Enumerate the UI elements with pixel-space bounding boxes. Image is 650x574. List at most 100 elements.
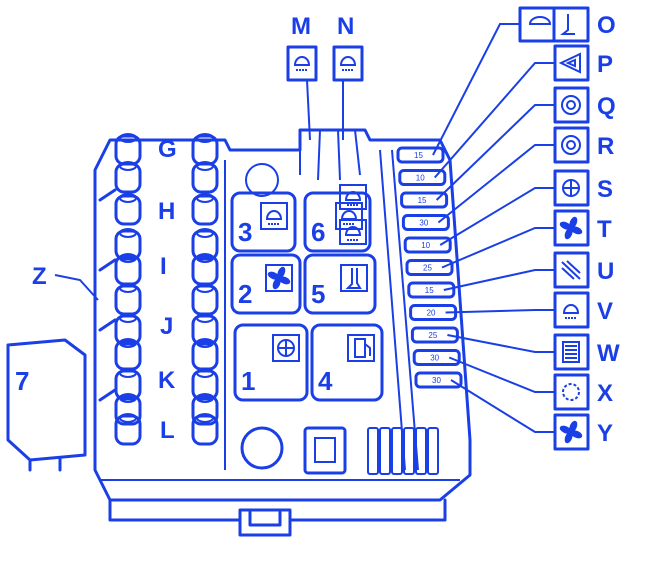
relay-icon-box: [347, 334, 375, 362]
relay-2: 2: [230, 253, 302, 315]
fuse-slot: [412, 349, 461, 366]
gear-icon: [562, 383, 580, 401]
fuse-rating: 15: [414, 151, 423, 160]
connector: [191, 194, 219, 226]
fuse-rating: 30: [432, 376, 441, 385]
label-s: S: [597, 176, 613, 203]
fan-icon: [559, 425, 572, 434]
fuse-rating: 25: [428, 331, 437, 340]
leader-lines: [54, 23, 555, 433]
relay-label: 2: [238, 279, 252, 309]
connector: [114, 414, 142, 446]
fuse-rating: 15: [425, 286, 434, 295]
label-y: Y: [597, 420, 613, 447]
hazard-icon: [558, 52, 581, 74]
connector-cap: [119, 283, 137, 293]
fuse-slot: [401, 214, 450, 231]
fan-icon: [267, 271, 280, 280]
relay-label: 4: [318, 366, 333, 396]
spare-fuse: [415, 427, 427, 475]
legend-box: [553, 86, 590, 124]
label-r: R: [597, 133, 614, 160]
relay-7: 7: [6, 338, 87, 472]
connector: [191, 229, 219, 261]
fuse-rating: 30: [419, 219, 428, 228]
wiper-horn-icon: [560, 14, 575, 35]
headlamp-icon: [344, 191, 362, 201]
label-j: J: [160, 313, 173, 340]
light-icon: [561, 95, 581, 115]
fuel-pump-icon: [354, 338, 366, 358]
relay-label: 7: [15, 366, 29, 396]
label-l: L: [160, 417, 175, 444]
fuel-pump-icon: [364, 343, 371, 356]
connector: [191, 284, 219, 316]
relay-body: [303, 253, 377, 315]
fuse-box-body: [93, 128, 472, 537]
fuse-slot: [400, 191, 449, 209]
connector-cap: [119, 228, 137, 238]
label-v: V: [597, 298, 613, 325]
headlamp-icon: [340, 210, 358, 220]
relay-icon-box: [260, 202, 288, 230]
heated-window-icon: [562, 341, 580, 363]
label-g: G: [158, 136, 177, 163]
fuse-rating: 25: [423, 264, 432, 273]
connector-cap: [119, 193, 137, 203]
leader-line: [450, 379, 555, 433]
connector-cap: [196, 313, 214, 323]
leader-line: [441, 227, 555, 269]
connector-cap: [196, 253, 214, 263]
connector-cap: [119, 161, 137, 171]
fan-icon: [277, 266, 286, 279]
fuse-rating: 20: [427, 309, 436, 318]
relay-body: [310, 323, 384, 402]
relay-6: 6: [303, 191, 372, 253]
leader-line: [443, 269, 555, 291]
fan-icon: [570, 226, 583, 235]
high-beam-icon: [339, 56, 357, 66]
leader-line: [432, 23, 520, 156]
label-z: Z: [32, 263, 47, 290]
legend-icons: [286, 6, 590, 451]
fan-icon: [278, 276, 291, 285]
connector: [114, 194, 142, 226]
relay-icon-box: [339, 219, 367, 245]
label-m: M: [291, 13, 311, 40]
leader-line: [439, 187, 555, 246]
connector-cap: [196, 393, 214, 403]
fan-icon: [569, 216, 578, 229]
connector: [191, 162, 219, 194]
legend-box: [553, 373, 590, 411]
connector-cap: [196, 338, 214, 348]
spare-fuse-block: [367, 427, 439, 475]
leader-line: [54, 274, 99, 301]
high-beam-icon: [293, 56, 311, 66]
legend-box: [553, 44, 590, 82]
connector-cap: [196, 228, 214, 238]
fan-icon: [272, 277, 281, 290]
fuse-rating: 10: [416, 174, 425, 183]
legend-box: [332, 45, 364, 82]
connector-cap: [196, 368, 214, 378]
fuse-rating: 10: [421, 241, 430, 250]
spare-fuse: [427, 427, 439, 475]
leader-line: [445, 309, 555, 314]
connector-cap: [119, 133, 137, 143]
connector-cap: [119, 393, 137, 403]
connector: [114, 369, 142, 401]
relay-7-body: [6, 338, 87, 462]
fuse-slot: [407, 281, 456, 299]
relay-4: 4: [310, 323, 384, 402]
connector-cap: [196, 283, 214, 293]
label-p: P: [597, 51, 613, 78]
lamp-icon: [562, 304, 580, 314]
leader-line: [437, 144, 555, 224]
relay-icon-box: [265, 264, 293, 292]
fuse-rating: 30: [430, 354, 439, 363]
relay-1: 1: [233, 323, 309, 402]
headlamp-icon: [265, 210, 283, 220]
fuse-slot: [414, 371, 463, 389]
relay-label: 6: [311, 217, 325, 247]
legend-box: [553, 333, 590, 371]
